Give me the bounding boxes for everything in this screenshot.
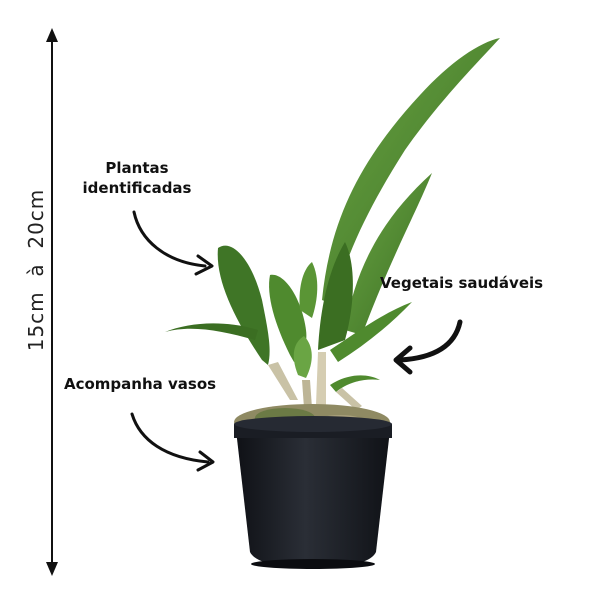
- orchid-plant: [165, 38, 500, 410]
- arrow-identified-icon: [194, 254, 214, 276]
- callout-arrows: [130, 210, 463, 472]
- plant-pot: [234, 416, 392, 569]
- callout-pots: Acompanha vasos: [64, 375, 217, 393]
- arrow-down-icon: [46, 562, 58, 576]
- arrow-healthy-icon: [393, 345, 413, 375]
- size-range-label: 15cm à 20cm: [24, 188, 48, 352]
- height-marker: [46, 28, 58, 576]
- callout-healthy: Vegetais saudáveis: [380, 274, 544, 292]
- callout-identified: Plantas identificadas: [62, 158, 212, 198]
- arrow-up-icon: [46, 28, 58, 42]
- callout-identified-line2: identificadas: [82, 179, 192, 197]
- callout-identified-line1: Plantas: [105, 159, 169, 177]
- arrow-pots-icon: [196, 450, 215, 472]
